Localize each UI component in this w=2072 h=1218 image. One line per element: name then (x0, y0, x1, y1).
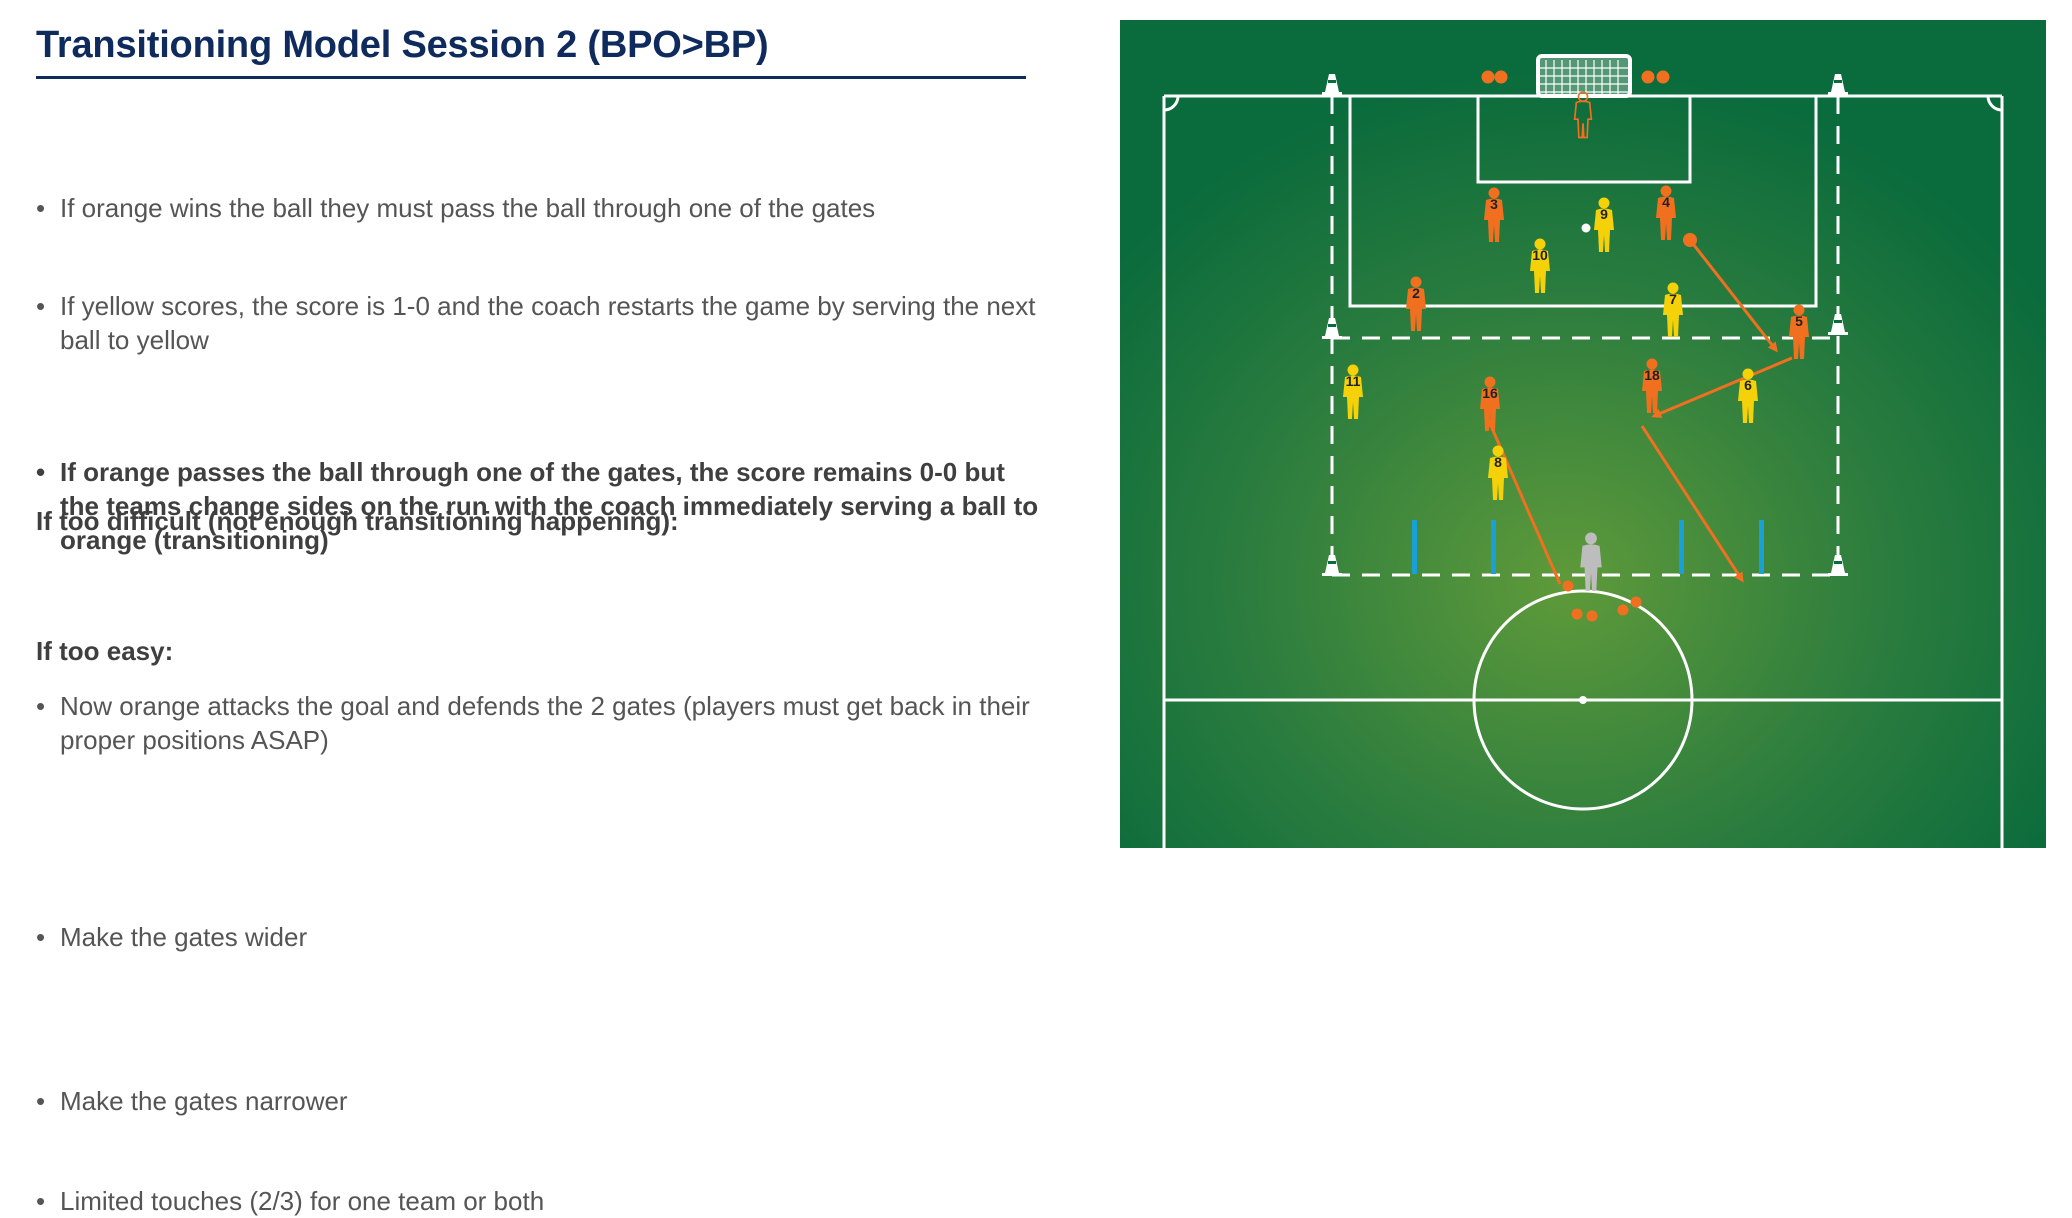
yellow-player-10: 10 (1530, 238, 1550, 293)
player-number: 7 (1669, 291, 1677, 307)
player-number: 3 (1490, 196, 1498, 212)
player-number: 10 (1532, 247, 1548, 263)
pass-arrow (1640, 425, 1744, 583)
gate-post (1412, 520, 1417, 574)
orange-player-5: 5 (1789, 304, 1809, 359)
text-panel: Transitioning Model Session 2 (BPO>BP) I… (36, 0, 1038, 1218)
centre-spot (1579, 696, 1587, 704)
orange-team: 3 4 2 5 16 18 (1406, 185, 1809, 431)
yellow-player-9: 9 (1594, 197, 1614, 252)
yellow-player-11: 11 (1343, 364, 1363, 419)
orange-player-4: 4 (1656, 185, 1676, 240)
pass-arrow (1651, 356, 1793, 418)
too-easy-heading: If too easy: (36, 636, 174, 666)
page-title: Transitioning Model Session 2 (BPO>BP) (36, 24, 769, 66)
player-number: 4 (1662, 194, 1670, 210)
pass-arrows (1486, 239, 1793, 585)
yellow-team: 9 10 7 11 6 8 (1343, 197, 1758, 500)
player-number: 5 (1795, 313, 1803, 329)
bullet-orange-passes-gates: If orange passes the ball through one of… (36, 455, 1050, 557)
ball-icon (1581, 223, 1591, 233)
gate-post (1759, 520, 1764, 574)
orange-player-3: 3 (1484, 187, 1504, 242)
player-number: 6 (1744, 377, 1752, 393)
too-easy-item-limited-touches: Limited touches (2/3) for one team or bo… (36, 1184, 1050, 1218)
pitch-svg: 3 4 2 5 16 18 9 10 7 11 6 8 (1120, 20, 2046, 848)
spare-balls (1481, 70, 1670, 622)
yellow-player-8: 8 (1488, 445, 1508, 500)
bullet-orange-attacks: Now orange attacks the goal and defends … (36, 689, 1050, 757)
orange-player-2: 2 (1406, 276, 1426, 331)
player-number: 2 (1412, 285, 1420, 301)
too-difficult-heading: If too difficult (not enough transitioni… (36, 506, 679, 536)
gate-post (1491, 520, 1496, 574)
orange-player-16: 16 (1480, 376, 1500, 431)
gate-post (1679, 520, 1684, 574)
goal (1536, 54, 1632, 98)
orange-player-18: 18 (1642, 358, 1662, 413)
pass-arrow (1688, 239, 1778, 353)
title-underline (36, 76, 1026, 79)
yellow-player-7: 7 (1663, 282, 1683, 337)
player-number: 18 (1644, 367, 1660, 383)
too-difficult-item-wider: Make the gates wider (36, 920, 1050, 954)
pitch-diagram: 3 4 2 5 16 18 9 10 7 11 6 8 (1120, 20, 2046, 848)
player-number: 9 (1600, 206, 1608, 222)
gates (1412, 520, 1764, 574)
bullet-yellow-scores: If yellow scores, the score is 1-0 and t… (36, 289, 1050, 357)
grass (1120, 20, 2046, 848)
bullet-orange-wins: If orange wins the ball they must pass t… (36, 191, 1050, 225)
player-number: 11 (1346, 373, 1361, 389)
player-number: 16 (1482, 385, 1498, 401)
too-easy-item-narrower: Make the gates narrower (36, 1084, 1050, 1118)
yellow-player-6: 6 (1738, 368, 1758, 423)
player-number: 8 (1494, 454, 1502, 470)
